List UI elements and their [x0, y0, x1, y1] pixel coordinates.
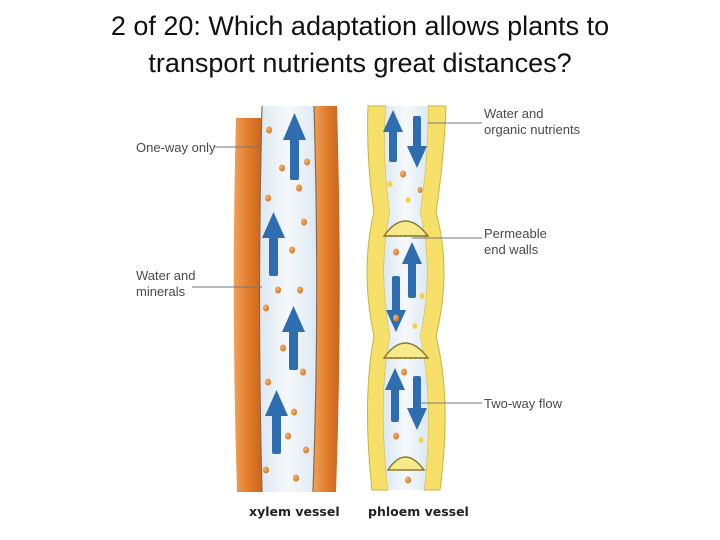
xylem-wall-left: [234, 118, 262, 492]
label-water-organic-line2: organic nutrients: [484, 122, 581, 137]
label-water-minerals-line1: Water and: [136, 268, 196, 283]
label-water-organic-line1: Water and: [484, 106, 544, 121]
phloem-vessel: [367, 106, 446, 490]
label-permeable-line2: end walls: [484, 242, 539, 257]
label-one-way: One-way only: [136, 140, 216, 155]
xylem-vessel-label: xylem vessel: [249, 504, 340, 519]
label-permeable-line1: Permeable: [484, 226, 547, 241]
label-two-way: Two-way flow: [484, 396, 563, 411]
label-water-minerals-line2: minerals: [136, 284, 186, 299]
phloem-vessel-label: phloem vessel: [368, 504, 469, 519]
